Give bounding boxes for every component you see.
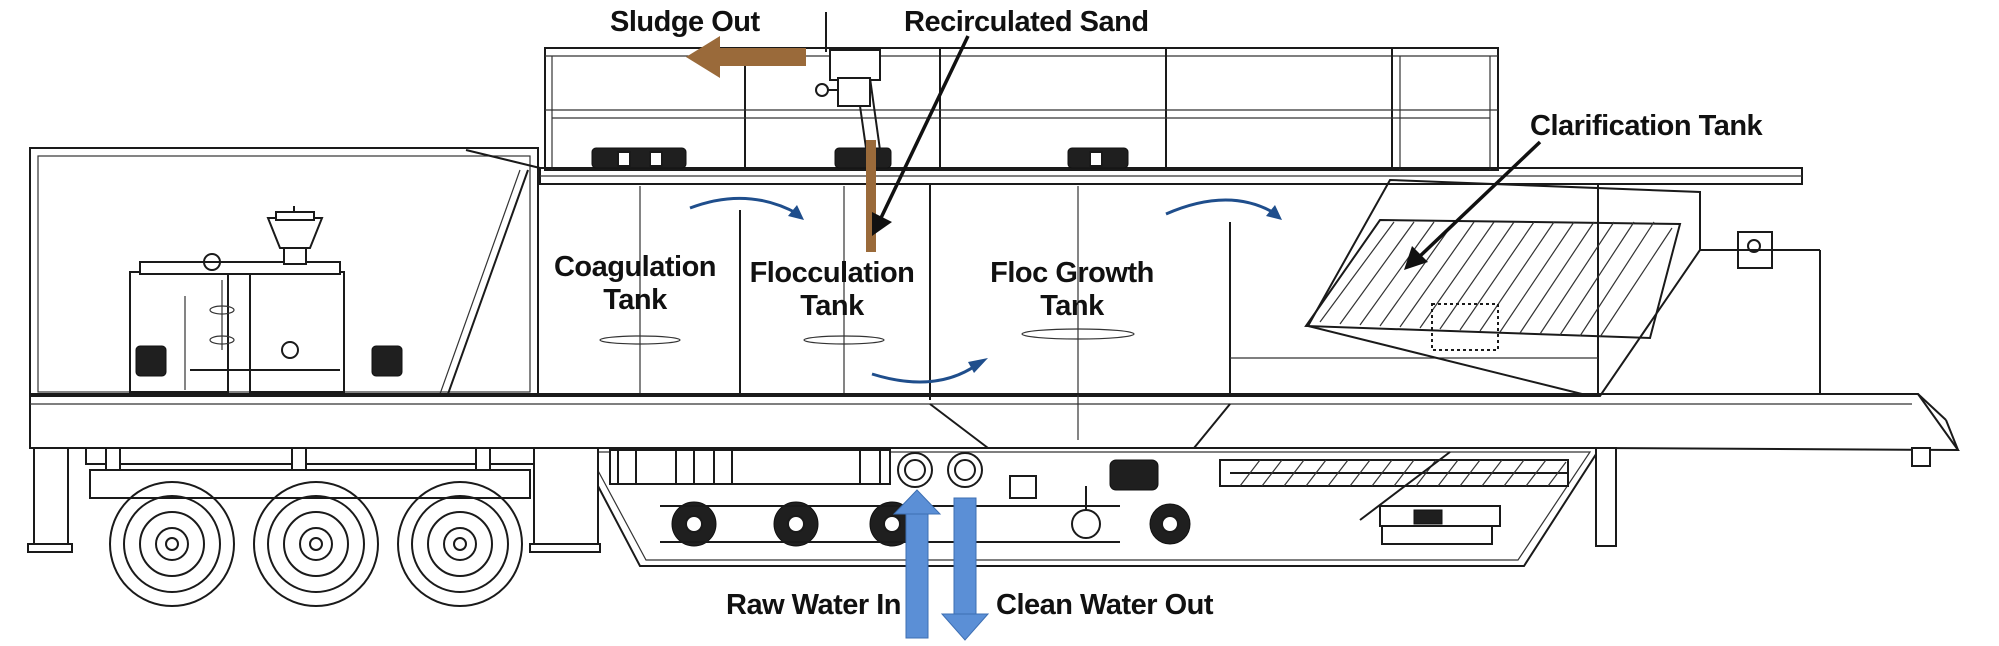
lamella-plates [1319,221,1673,338]
label-recirculated-sand: Recirculated Sand [904,6,1149,38]
wheel-2 [253,481,379,607]
pump-1 [671,501,717,547]
wheel-3 [397,481,523,607]
clean-water-out-arrow [940,497,990,641]
label-flocculation-tank-line1: Flocculation [750,257,915,289]
flow-arrow-coag-to-floc [689,196,799,216]
flow-arrowhead-coag-to-floc [788,205,804,220]
label-clean-water-out: Clean Water Out [996,589,1214,621]
mixer-motors [591,147,1129,169]
chemical-dosing-enclosure [29,147,541,397]
label-floc-growth-tank-line1: Floc Growth [990,257,1154,289]
flow-arrowhead-growth-to-clarif [1266,205,1282,220]
wheel-1 [109,481,235,607]
label-coagulation-tank-line2: Tank [603,284,668,316]
flow-arrow-floc-to-growth [871,362,979,384]
process-tank-body [537,183,1599,440]
label-sludge-out: Sludge Out [610,6,761,38]
trailer-chassis [27,447,1617,553]
flow-arrows [689,196,1282,384]
clarification-tank [1304,178,1821,397]
flow-arrow-growth-to-clarif [1165,198,1277,216]
label-floc-growth-tank-line2: Tank [1040,290,1105,322]
flow-arrowhead-floc-to-growth [968,358,988,373]
lower-equipment-skid [576,447,1602,567]
sludge-out-arrow [686,36,806,78]
top-railing [544,47,1499,171]
pointer-recirculated-sand [872,35,970,236]
pointer-clarification-tank [1404,140,1542,270]
recirculated-sand-pipe [866,140,876,252]
label-flocculation-tank-line2: Tank [800,290,865,322]
sludge-valve-assembly [815,12,881,151]
label-coagulation-tank-line1: Coagulation [554,251,716,283]
raw-water-in-arrow [892,489,942,639]
trailer-deck [29,393,1960,467]
pump-2 [773,501,819,547]
screw-conveyor [1219,451,1569,545]
label-clarification-tank: Clarification Tank [1530,110,1764,142]
label-raw-water-in: Raw Water In [726,589,901,621]
